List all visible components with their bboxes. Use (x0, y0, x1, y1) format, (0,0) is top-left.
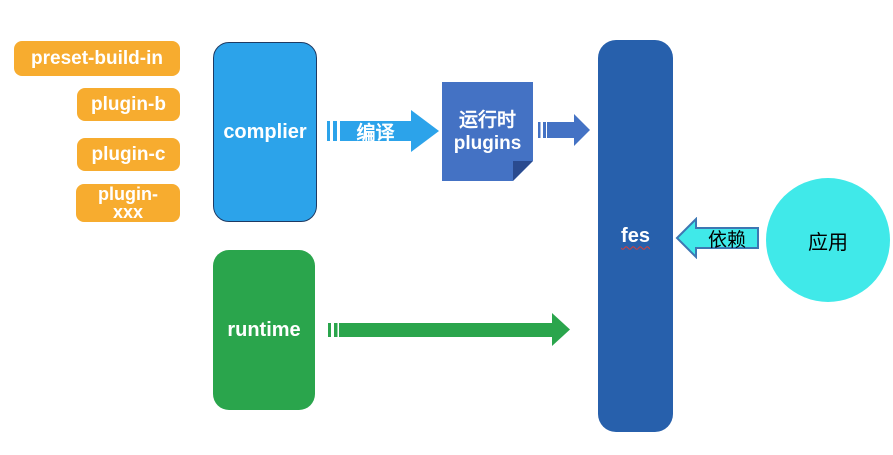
right-arrow-icon (328, 313, 570, 346)
compile-arrow: 编译 (327, 110, 439, 152)
chip-preset-build-in: preset-build-in (14, 41, 180, 76)
runtime-to-fes-arrow (328, 313, 570, 346)
folded-corner-icon (513, 161, 533, 181)
chip-plugin-c-label: plugin-c (91, 144, 166, 165)
runtime-plugins-note: 运行时 plugins (442, 82, 533, 181)
app-label: 应用 (808, 231, 848, 254)
chip-plugin-xxx-label: plugin-xxx (98, 184, 158, 222)
chip-preset-build-in-label: preset-build-in (31, 48, 163, 69)
chip-plugin-b-label: plugin-b (91, 94, 166, 115)
compiler-block: complier (213, 42, 317, 222)
chip-plugin-b: plugin-b (77, 88, 180, 121)
right-arrow-icon (327, 110, 439, 152)
chip-plugin-c: plugin-c (77, 138, 180, 171)
fes-label: fes (621, 224, 650, 247)
fes-block: fes (598, 40, 673, 432)
plugins-to-fes-arrow (538, 114, 590, 146)
right-arrow-icon (538, 114, 590, 146)
compiler-label: complier (223, 120, 307, 143)
app-ellipse: 应用 (766, 178, 890, 302)
runtime-plugins-label-line1: 运行时 (458, 109, 516, 131)
runtime-block: runtime (213, 250, 315, 410)
chip-plugin-xxx: plugin-xxx (76, 184, 180, 222)
runtime-plugins-label-line2: plugins (453, 132, 522, 154)
left-arrow-icon (675, 217, 759, 259)
runtime-label: runtime (227, 318, 301, 341)
depends-arrow: 依赖 (675, 217, 759, 259)
